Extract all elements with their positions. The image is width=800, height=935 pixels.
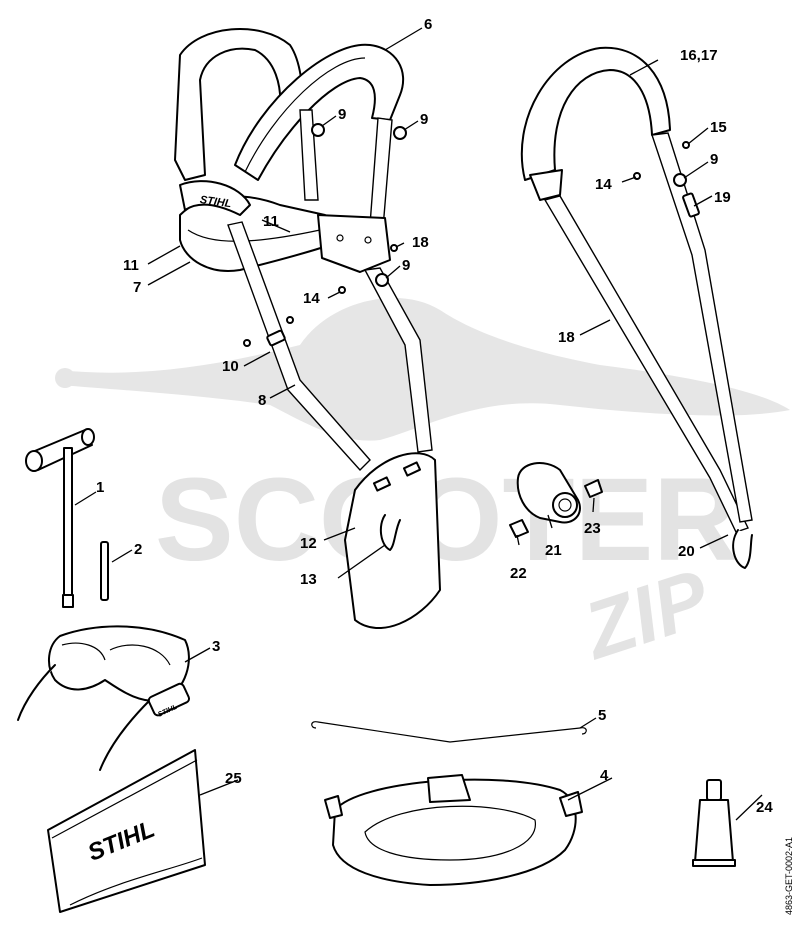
label-4: 4 [600,767,609,784]
label-13: 13 [300,571,317,588]
leader-lines [74,27,763,821]
watermark-text: SCOOTER [155,454,739,586]
label-9b: 9 [420,111,428,128]
pin [100,541,109,601]
watermark: SCOOTER ZIP [55,297,790,676]
grease-tube [692,779,736,867]
harness-logo: STIHL [199,194,232,210]
label-9a: 9 [338,106,346,123]
label-10: 10 [222,358,239,375]
label-22: 22 [510,565,527,582]
label-12: 12 [300,535,317,552]
label-19: 19 [714,189,731,206]
label-24: 24 [756,799,773,816]
wire-spring [311,721,587,743]
drawing-reference: 4863-GET-0002-A1 [784,837,794,915]
deflector-cover [324,774,583,886]
label-9d: 9 [710,151,718,168]
clamp-and-fasteners [509,462,603,538]
label-11b: 11 [263,213,279,230]
callout-labels: 1 2 3 4 5 6 7 8 9 9 9 9 10 11 11 12 13 1… [96,16,773,816]
label-9c: 9 [402,257,410,274]
label-23: 23 [584,520,601,537]
label-3: 3 [212,638,220,655]
label-11a: 11 [123,257,139,274]
label-20: 20 [678,543,695,560]
label-14a: 14 [303,290,320,307]
label-6: 6 [424,16,432,33]
label-8: 8 [258,392,266,409]
label-7: 7 [133,279,141,296]
combination-wrench [25,428,95,608]
label-1617: 16,17 [680,47,718,64]
label-25: 25 [225,770,242,787]
harness: STIHL [174,28,441,630]
label-18a: 18 [412,234,429,251]
label-14b: 14 [595,176,612,193]
small-fasteners [243,123,690,347]
label-5: 5 [598,707,606,724]
label-21: 21 [545,542,562,559]
single-shoulder-strap [520,46,753,569]
label-2: 2 [134,541,142,558]
safety-glasses: STIHL [17,625,191,771]
label-1: 1 [96,479,104,496]
label-18b: 18 [558,329,575,346]
storage-pouch: STIHL [47,749,206,913]
label-15: 15 [710,119,727,136]
